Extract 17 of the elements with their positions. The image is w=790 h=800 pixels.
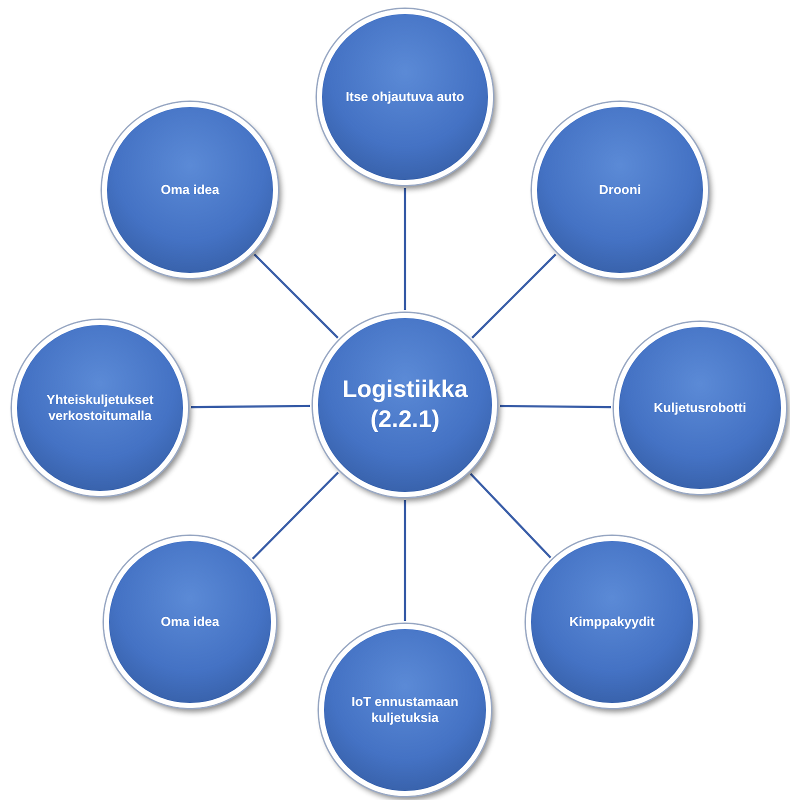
hub-title: Logistiikka (2.2.1)	[341, 375, 469, 435]
connector-line	[404, 188, 406, 310]
topic-label: Kimppakyydit	[569, 614, 655, 630]
connector-line	[470, 472, 552, 558]
topic-label: Kuljetusrobotti	[654, 400, 746, 416]
connector-line	[254, 254, 339, 339]
topic-label: IoT ennustamaan kuljetuksia	[350, 694, 460, 726]
connector-line	[500, 404, 612, 408]
topic-label: Yhteiskuljetukset verkostoitumalla	[46, 392, 154, 424]
topic-label: Oma idea	[160, 614, 220, 630]
topic-label: Oma idea	[160, 182, 220, 198]
topic-label: Itse ohjautuva auto	[346, 88, 464, 106]
connector-line	[190, 404, 310, 408]
connector-line	[252, 472, 339, 560]
connector-line	[404, 500, 406, 621]
topic-label: Drooni	[599, 182, 641, 198]
connector-line	[471, 254, 556, 339]
